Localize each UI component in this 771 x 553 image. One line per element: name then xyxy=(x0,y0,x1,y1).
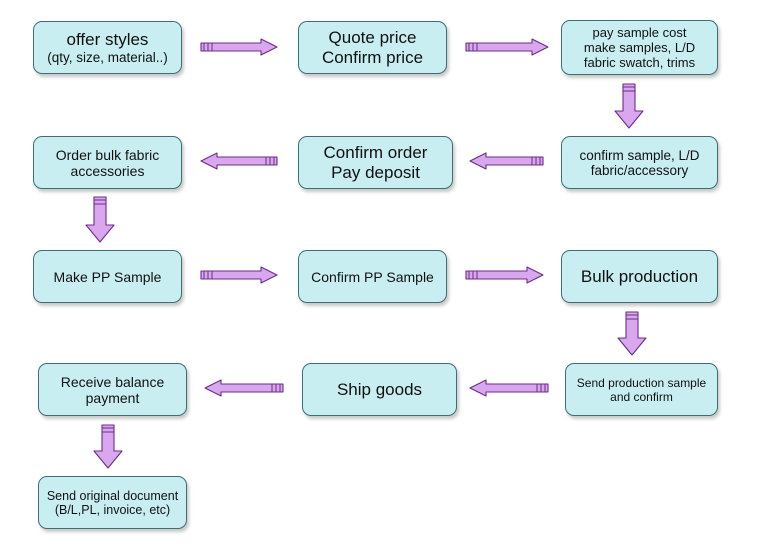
node-order-bulk-fabric: Order bulk fabric accessories xyxy=(33,136,182,189)
node-line: make samples, L/D xyxy=(583,40,696,55)
node-line: Quote price xyxy=(328,27,417,47)
node-offer-styles: offer styles (qty, size, material..) xyxy=(33,21,182,74)
node-line: and confirm xyxy=(610,389,673,404)
node-line: Confirm PP Sample xyxy=(311,268,434,285)
node-line: fabric swatch, trims xyxy=(583,55,696,70)
arrow-down-icon xyxy=(85,196,115,243)
node-line: (qty, size, material..) xyxy=(47,50,168,65)
node-line: Bulk production xyxy=(580,266,699,286)
arrow-layer xyxy=(85,38,647,469)
node-line: payment xyxy=(85,389,140,406)
node-line: Ship goods xyxy=(336,379,423,399)
node-line: offer styles xyxy=(66,30,149,49)
arrow-right-icon xyxy=(200,38,278,56)
node-line: Send original document xyxy=(46,488,179,503)
node-line: fabric/accessory xyxy=(590,162,689,178)
arrow-left-icon xyxy=(204,379,284,397)
node-line: Confirm order xyxy=(323,142,428,162)
node-line: Order bulk fabric xyxy=(55,146,160,163)
arrow-down-icon xyxy=(614,83,644,129)
node-confirm-sample: confirm sample, L/D fabric/accessory xyxy=(561,136,718,189)
arrow-left-icon xyxy=(200,152,278,170)
arrow-right-icon xyxy=(200,266,278,284)
node-confirm-pp-sample: Confirm PP Sample xyxy=(298,250,447,303)
node-send-production-sample: Send production sample and confirm xyxy=(565,363,718,416)
node-line: Make PP Sample xyxy=(53,268,162,285)
node-line: Pay deposit xyxy=(331,162,420,182)
node-line: (B/L,PL, invoice, etc) xyxy=(54,502,171,517)
arrow-down-icon xyxy=(617,311,647,356)
node-line: pay sample cost xyxy=(592,25,687,40)
node-line: Confirm price xyxy=(321,47,424,67)
arrow-left-icon xyxy=(469,379,549,397)
node-bulk-production: Bulk production xyxy=(561,250,718,303)
node-line: confirm sample, L/D xyxy=(579,147,700,163)
node-line: Send production sample xyxy=(576,375,707,390)
node-receive-balance: Receive balance payment xyxy=(38,363,187,416)
arrow-down-icon xyxy=(93,424,123,469)
node-line: Receive balance xyxy=(60,373,165,390)
node-ship-goods: Ship goods xyxy=(302,363,457,416)
arrow-left-icon xyxy=(469,152,544,170)
node-send-original-document: Send original document (B/L,PL, invoice,… xyxy=(38,476,187,529)
node-line: accessories xyxy=(70,162,145,179)
arrow-right-icon xyxy=(465,38,549,56)
node-make-pp-sample: Make PP Sample xyxy=(33,250,182,303)
node-confirm-order: Confirm order Pay deposit xyxy=(298,136,453,189)
node-quote-price: Quote price Confirm price xyxy=(298,21,447,74)
node-pay-sample-cost: pay sample cost make samples, L/D fabric… xyxy=(561,20,718,75)
arrow-right-icon xyxy=(465,266,544,284)
